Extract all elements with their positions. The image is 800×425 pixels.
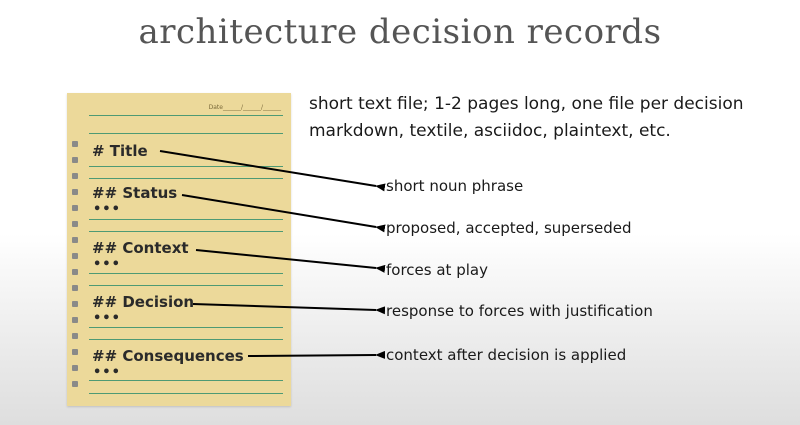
arrow-status xyxy=(181,194,386,233)
rule-line xyxy=(89,133,283,134)
binding-hole xyxy=(72,269,78,275)
note-consequences: context after decision is applied xyxy=(386,346,627,364)
note-title: short noun phrase xyxy=(386,177,524,195)
binding-hole xyxy=(72,173,78,179)
binding-hole xyxy=(72,381,78,387)
rule-line xyxy=(89,219,283,220)
binding-hole xyxy=(72,141,78,147)
rule-line xyxy=(89,380,283,381)
ellipsis-consequences: ••• xyxy=(93,365,121,380)
binding-hole xyxy=(72,349,78,355)
date-label: Date______/______/______ xyxy=(208,104,281,111)
rule-line xyxy=(89,166,283,167)
ellipsis-context: ••• xyxy=(93,257,121,272)
rule-line xyxy=(89,231,283,232)
description-line-2: markdown, textile, asciidoc, plaintext, … xyxy=(309,121,671,141)
rule-line xyxy=(89,273,283,274)
binding-hole xyxy=(72,365,78,371)
page-title: architecture decision records xyxy=(138,12,662,52)
rule-line xyxy=(89,339,283,340)
binding-hole xyxy=(72,285,78,291)
binding-hole xyxy=(72,205,78,211)
heading-context: ## Context xyxy=(92,239,189,257)
binding-hole xyxy=(72,317,78,323)
arrow-decision xyxy=(192,303,386,315)
rule-line xyxy=(89,285,283,286)
arrow-context xyxy=(195,249,386,273)
arrow-consequences xyxy=(247,350,386,359)
binding-hole xyxy=(72,333,78,339)
binding-hole xyxy=(72,157,78,163)
binding-hole xyxy=(72,189,78,195)
rule-line xyxy=(89,115,283,116)
ellipsis-decision: ••• xyxy=(93,311,121,326)
binding-hole xyxy=(72,237,78,243)
ellipsis-status: ••• xyxy=(93,202,121,217)
binding-hole xyxy=(72,301,78,307)
binding-hole xyxy=(72,221,78,227)
rule-line xyxy=(89,327,283,328)
notepad: Date______/______/______ # Title ## Stat… xyxy=(67,93,291,406)
binding-hole xyxy=(72,253,78,259)
heading-title: # Title xyxy=(92,142,148,160)
description-line-1: short text file; 1-2 pages long, one fil… xyxy=(309,94,744,114)
heading-decision: ## Decision xyxy=(92,293,195,311)
rule-line xyxy=(89,393,283,394)
arrow-title xyxy=(159,150,386,192)
heading-consequences: ## Consequences xyxy=(92,347,244,365)
heading-status: ## Status xyxy=(92,184,178,202)
note-context: forces at play xyxy=(386,261,488,279)
note-decision: response to forces with justification xyxy=(386,302,653,320)
note-status: proposed, accepted, superseded xyxy=(386,219,632,237)
rule-line xyxy=(89,178,283,179)
